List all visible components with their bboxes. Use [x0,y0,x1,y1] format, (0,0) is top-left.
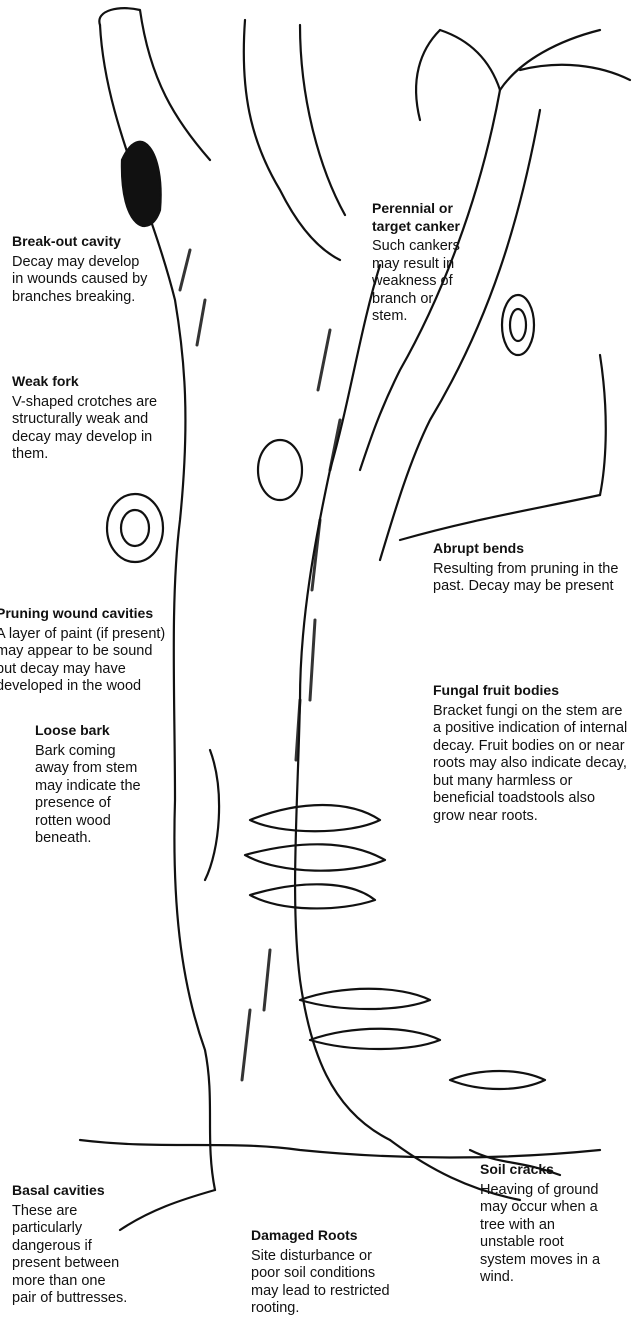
annotation-loose-bark: Loose bark Bark coming away from stem ma… [35,722,165,848]
canker [502,295,534,355]
annotation-damaged-roots: Damaged Roots Site disturbance or poor s… [251,1227,416,1318]
annotation-text: Resulting from pruning in the past. Deca… [433,561,641,596]
right-side-limb [400,495,600,540]
pruning-wound [107,494,163,562]
annotation-text: Bracket fungi on the stem are a positive… [433,703,641,826]
annotation-abrupt-bends: Abrupt bends Resulting from pruning in t… [433,540,641,596]
annotation-title: Fungal fruit bodies [433,682,641,700]
annotation-title: Perennial or target canker [372,200,502,235]
annotation-text: These are particularly dangerous if pres… [12,1203,152,1308]
annotation-weak-fork: Weak fork V-shaped crotches are structur… [12,373,197,464]
annotation-basal-cavities: Basal cavities These are particularly da… [12,1182,152,1308]
annotation-title: Weak fork [12,373,197,391]
annotation-pruning-wound-cavities: Pruning wound cavities A layer of paint … [0,605,196,696]
annotation-perennial-canker: Perennial or target canker Such cankers … [372,200,502,326]
annotation-break-out-cavity: Break-out cavity Decay may develop in wo… [12,233,182,306]
bracket-fungus [250,805,380,831]
annotation-text: Heaving of ground may occur when a tree … [480,1182,635,1287]
annotation-text: Site disturbance or poor soil conditions… [251,1248,416,1318]
annotation-title: Pruning wound cavities [0,605,196,623]
annotation-text: V-shaped crotches are structurally weak … [12,394,197,464]
ground-line [80,1140,600,1158]
annotation-title: Break-out cavity [12,233,182,251]
central-branch [244,20,340,260]
loose-bark-mark [205,750,219,880]
root-fungi [300,989,430,1009]
annotation-text: Bark coming away from stem may indicate … [35,743,165,848]
annotation-fungal-fruit-bodies: Fungal fruit bodies Bracket fungi on the… [433,682,641,825]
annotation-text: A layer of paint (if present) may appear… [0,626,196,696]
annotation-text: Such cankers may result in weakness of b… [372,238,502,326]
annotation-text: Decay may develop in wounds caused by br… [12,254,182,307]
annotation-title: Soil cracks [480,1161,635,1179]
upper-left-branch [99,8,210,160]
annotation-title: Abrupt bends [433,540,641,558]
annotation-title: Loose bark [35,722,165,740]
annotation-soil-cracks: Soil cracks Heaving of ground may occur … [480,1161,635,1287]
annotation-title: Damaged Roots [251,1227,416,1245]
annotation-title: Basal cavities [12,1182,152,1200]
weak-fork-knot [258,440,302,500]
break-out-cavity-mark [122,142,161,226]
